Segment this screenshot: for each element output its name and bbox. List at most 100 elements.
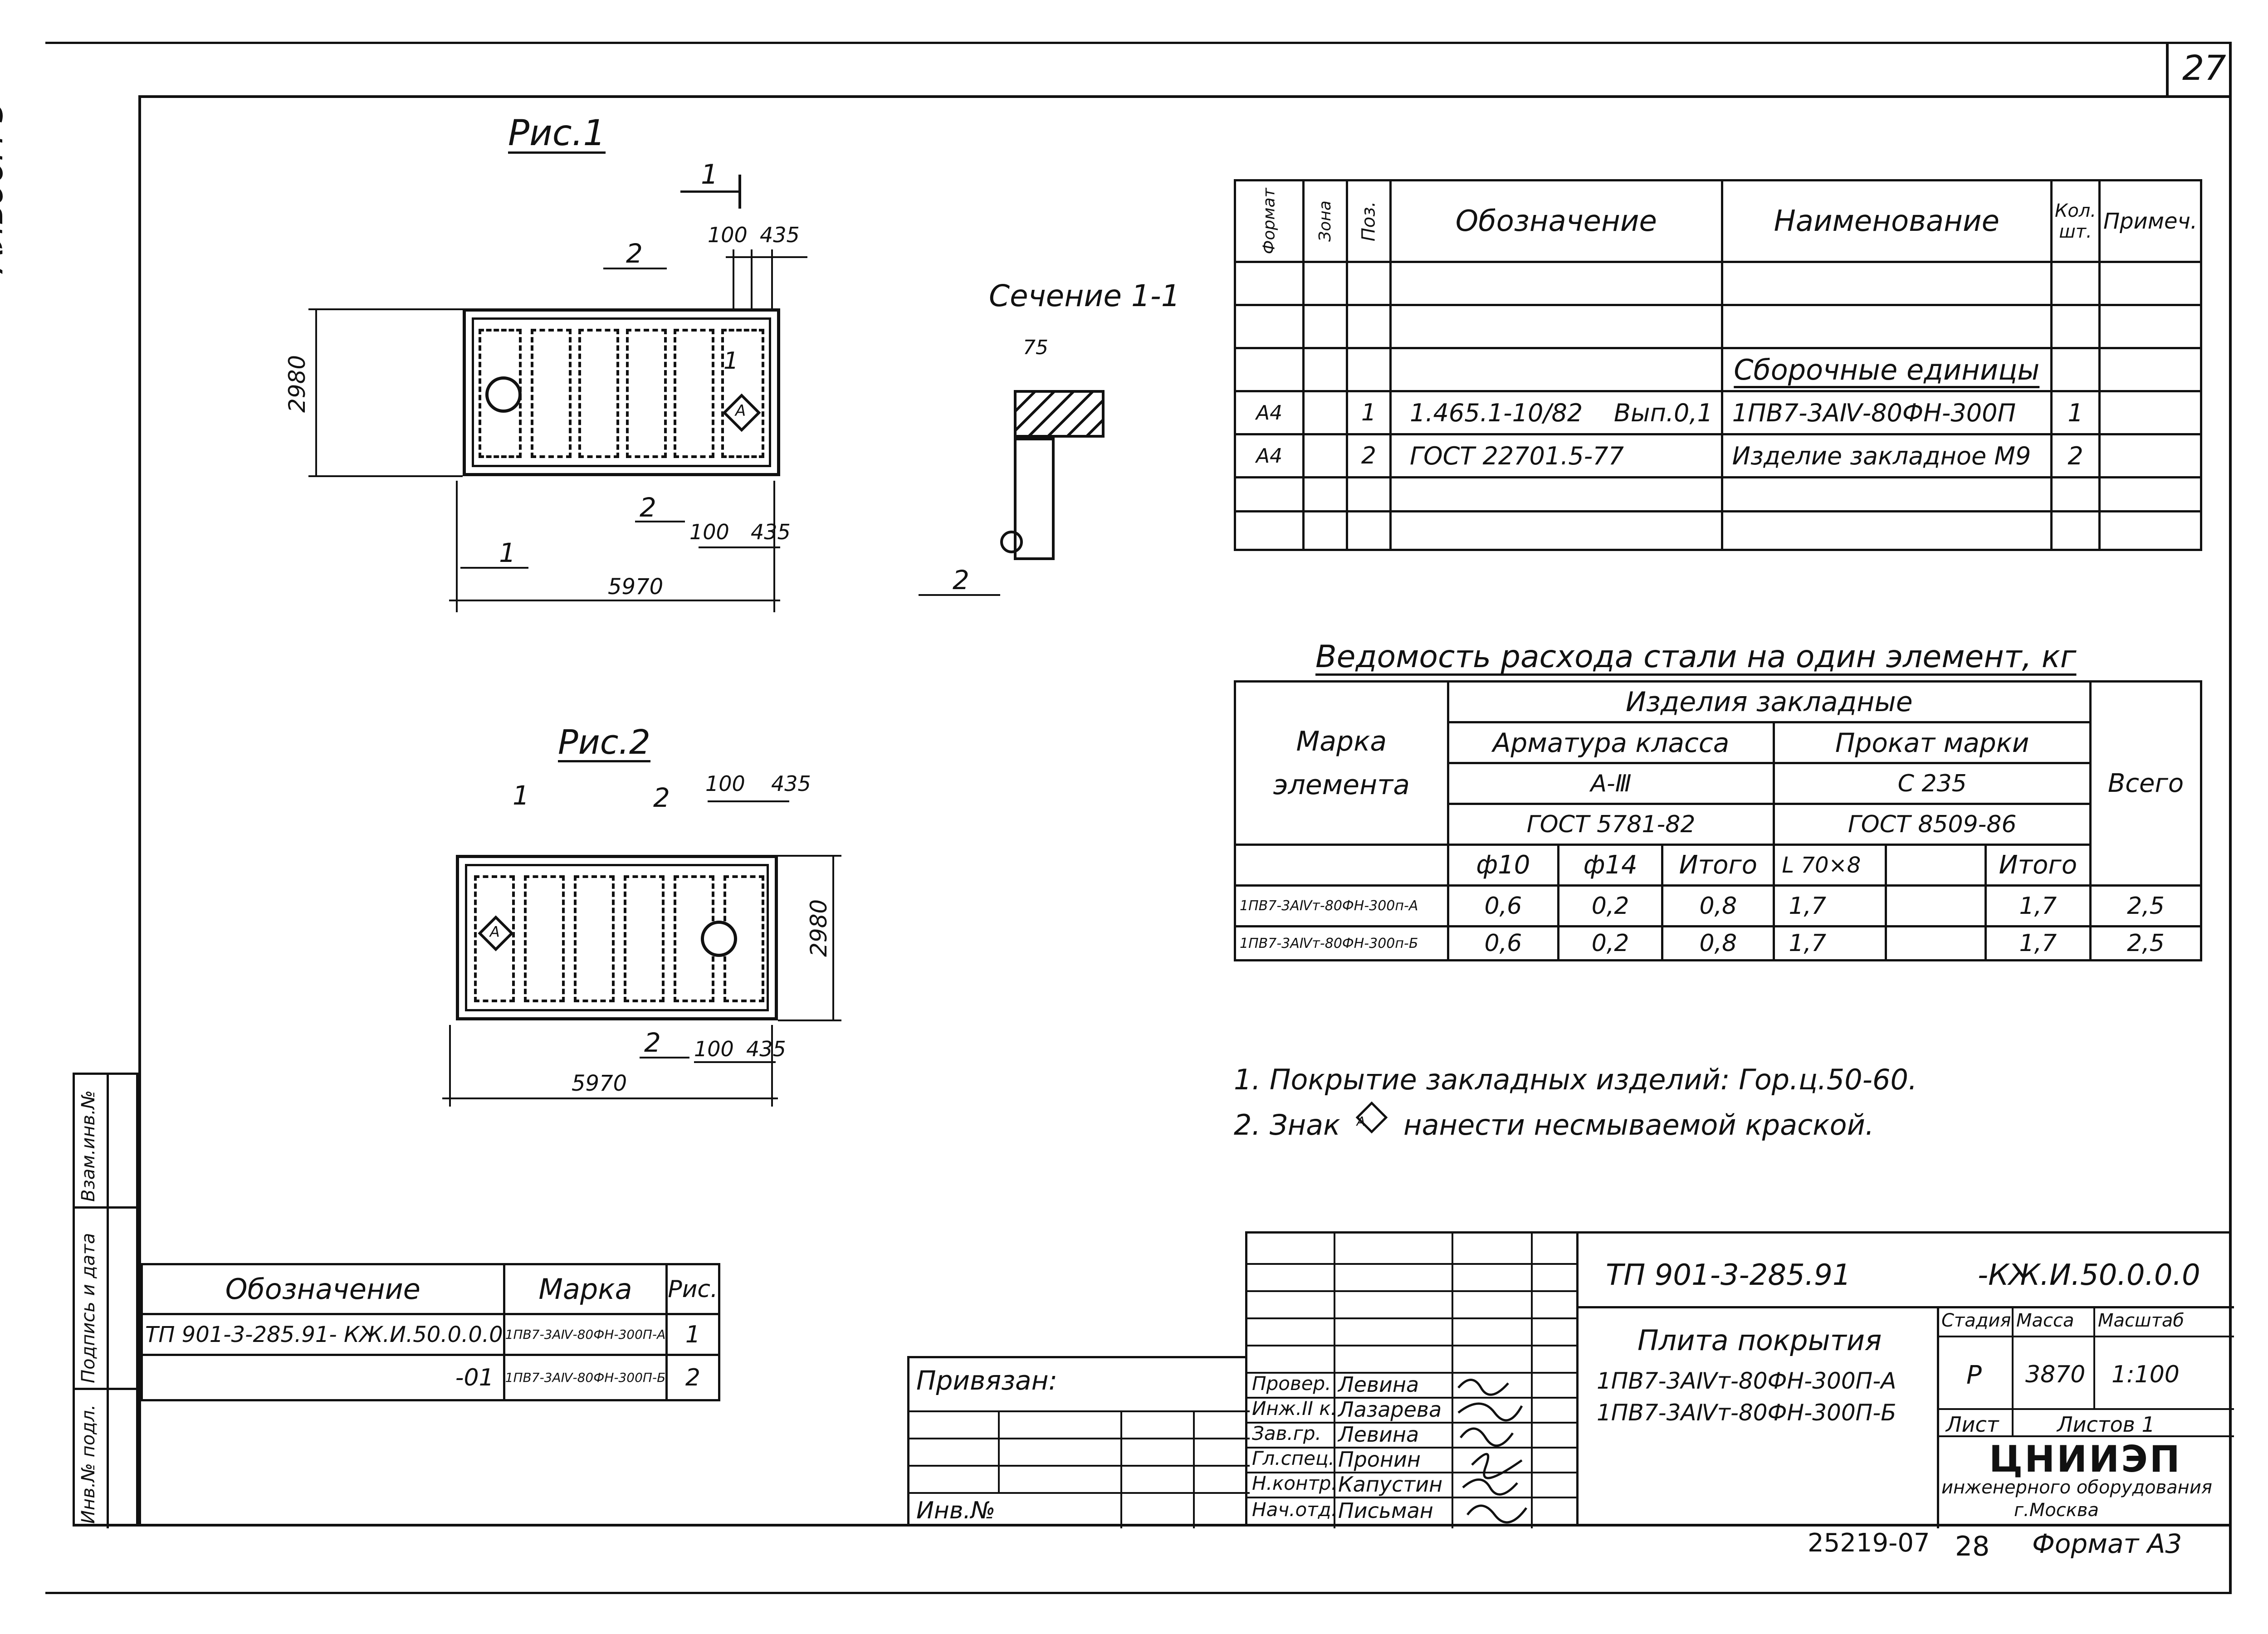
fig1-slab-inner bbox=[472, 317, 771, 467]
page-number: 27 bbox=[2182, 48, 2226, 88]
fig1-dim-435b: 435 bbox=[751, 520, 791, 544]
fig1-dim-100b: 100 bbox=[689, 520, 729, 544]
fig2-rib bbox=[474, 875, 515, 1002]
frame-right bbox=[2229, 42, 2232, 1593]
table-row: -01 1ПВ7-3АⅣ-80ФН-300П-Б 2 bbox=[141, 1354, 720, 1401]
fig1-rib bbox=[626, 329, 667, 458]
fig1-dim-435: 435 bbox=[760, 223, 800, 247]
bottom-num: 28 bbox=[1955, 1531, 1990, 1562]
org-city: г.Москва bbox=[2014, 1500, 2099, 1521]
bottom-rule bbox=[45, 1592, 2232, 1594]
org-sub: инженерного оборудования bbox=[1941, 1477, 2212, 1498]
page-number-box: 27 bbox=[2166, 42, 2232, 96]
fig2-callout-2a: 2 bbox=[653, 782, 670, 813]
frame-bottom bbox=[73, 1524, 2232, 1527]
signer-name: Письман bbox=[1338, 1498, 1433, 1523]
fig2-rib bbox=[574, 875, 615, 1002]
signer-name: Левина bbox=[1338, 1422, 1419, 1447]
table-row: А4 1 1.465.1-10/82 Вып.0,1 1ПВ7-3АⅣ-80ФН… bbox=[1233, 390, 2202, 435]
signer-role: Зав.гр. bbox=[1252, 1422, 1321, 1444]
fig1-rib bbox=[531, 329, 572, 458]
title-main: ТП 901-3-285.91 -КЖ.И.50.0.0.0 Плита пок… bbox=[1576, 1231, 2234, 1528]
fig2-rib bbox=[624, 875, 665, 1002]
note-1: 1. Покрытие закладных изделий: Гор.ц.50-… bbox=[1234, 1063, 1917, 1096]
signer-name: Левина bbox=[1338, 1372, 1419, 1397]
fig2-dim-height-line bbox=[832, 855, 834, 1020]
spec-header-zone: Зона bbox=[1302, 179, 1348, 263]
section-callout-2: 2 bbox=[953, 565, 969, 595]
signature-scribbles bbox=[1457, 1379, 1528, 1524]
table-row: ТП 901-3-285.91- КЖ.И.50.0.0.0 1ПВ7-3АⅣ-… bbox=[141, 1313, 720, 1356]
album-label: Альбом 5 bbox=[0, 101, 11, 272]
stage-value: Р bbox=[1966, 1361, 1982, 1390]
section-slab-profile bbox=[1014, 390, 1105, 438]
fig2-hole bbox=[701, 921, 737, 957]
steel-col-total: Всего bbox=[2089, 680, 2202, 887]
fig1-title: Рис.1 bbox=[508, 113, 606, 154]
fig2-dim-100b: 100 bbox=[694, 1037, 734, 1061]
signer-name: Лазарева bbox=[1338, 1397, 1442, 1422]
steel-rebar-gost: ГОСТ 5781-82 bbox=[1447, 803, 1775, 846]
fig1-dim-height-line bbox=[315, 308, 317, 476]
stamp-inv-podl: Инв.№ подл. bbox=[78, 1404, 99, 1524]
steel-col-embedded: Изделия закладные bbox=[1447, 680, 2092, 723]
fig1-dim-width-line bbox=[449, 600, 780, 601]
stamp-vzam: Взам.инв.№ bbox=[78, 1090, 99, 1202]
spec-group-title: Сборочные единицы bbox=[1721, 347, 2053, 392]
fig1-callout-1: 1 bbox=[499, 537, 516, 568]
steel-table-title: Ведомость расхода стали на один элемент,… bbox=[1315, 639, 2077, 675]
steel-col-rolled: Прокат марки bbox=[1773, 721, 2092, 764]
signer-role: Провер. bbox=[1252, 1372, 1331, 1395]
steel-rolled-grade: С 235 bbox=[1773, 762, 2092, 805]
format-label: Формат А3 bbox=[2032, 1528, 2182, 1559]
steel-col-rebar: Арматура класса bbox=[1447, 721, 1775, 764]
fig1-rib bbox=[674, 329, 714, 458]
inv-label: Инв.№ bbox=[916, 1497, 996, 1524]
fig2-dim-435: 435 bbox=[771, 771, 811, 796]
fig2-dim-height: 2980 bbox=[806, 899, 832, 957]
sheet-label: Лист bbox=[1946, 1412, 1999, 1437]
fig1-rib bbox=[578, 329, 619, 458]
spec-header-designation: Обозначение bbox=[1389, 179, 1723, 263]
signature-block: Провер. Левина Инж.II к. Лазарева Зав.гр… bbox=[1245, 1231, 1579, 1528]
stamp-sign-date: Подпись и дата bbox=[78, 1233, 99, 1383]
fig2-dim-435b: 435 bbox=[746, 1037, 786, 1061]
stage-header: Стадия bbox=[1941, 1310, 2011, 1331]
mark-header: Марка bbox=[503, 1263, 668, 1315]
fig2-slab-inner bbox=[465, 864, 769, 1011]
note-2: 2. Знак А нанести несмываемой краской. bbox=[1234, 1101, 1874, 1139]
table-row: 1ПВ7-3АⅣт-80ФН-300п-Б 0,6 0,2 0,8 1,7 1,… bbox=[1234, 925, 2202, 961]
spec-header-format: Формат bbox=[1233, 179, 1305, 263]
org-name: ЦНИИЭП bbox=[1989, 1438, 2182, 1480]
signer-name: Пронин bbox=[1338, 1447, 1421, 1472]
fig2-callout-2b: 2 bbox=[644, 1027, 661, 1058]
fig1-rib bbox=[721, 329, 764, 458]
signer-role: Н.контр. bbox=[1252, 1472, 1337, 1494]
sheets-label: Листов 1 bbox=[2057, 1412, 2155, 1437]
fig1-dim-100: 100 bbox=[708, 223, 748, 247]
doc-code: ТП 901-3-285.91 bbox=[1606, 1258, 1851, 1292]
signer-name: Капустин bbox=[1338, 1472, 1443, 1497]
fig1-callout-2a: 2 bbox=[626, 238, 643, 269]
spec-group-row: Сборочные единицы bbox=[1233, 347, 2202, 392]
mass-value: 3870 bbox=[2025, 1361, 2086, 1388]
fig1-dim-height: 2980 bbox=[284, 355, 310, 413]
steel-col-mark: Марка элемента bbox=[1234, 680, 1449, 846]
signer-role: Нач.отд. bbox=[1252, 1498, 1338, 1521]
product-mark-b: 1ПВ7-3АⅣт-80ФН-300П-Б bbox=[1597, 1400, 1897, 1426]
spec-header-note: Примеч. bbox=[2098, 179, 2202, 263]
section-rib-profile bbox=[1014, 438, 1055, 560]
steel-rolled-gost: ГОСТ 8509-86 bbox=[1773, 803, 2092, 846]
scale-header: Масштаб bbox=[2098, 1310, 2185, 1331]
fig-header: Рис. bbox=[665, 1263, 720, 1315]
note-mark-diamond: А bbox=[1355, 1101, 1388, 1134]
spec-header-qty: Кол. шт. bbox=[2050, 179, 2101, 263]
mass-header: Масса bbox=[2016, 1310, 2074, 1331]
frame-left bbox=[138, 95, 141, 1526]
product-name: Плита покрытия bbox=[1637, 1324, 1882, 1357]
signer-role: Гл.спец. bbox=[1252, 1447, 1334, 1469]
bound-label: Привязан: bbox=[916, 1365, 1058, 1396]
table-row: А4 2 ГОСТ 22701.5-77 Изделие закладное М… bbox=[1233, 433, 2202, 478]
fig2-dim-100: 100 bbox=[705, 771, 745, 796]
fig2-rib bbox=[524, 875, 565, 1002]
